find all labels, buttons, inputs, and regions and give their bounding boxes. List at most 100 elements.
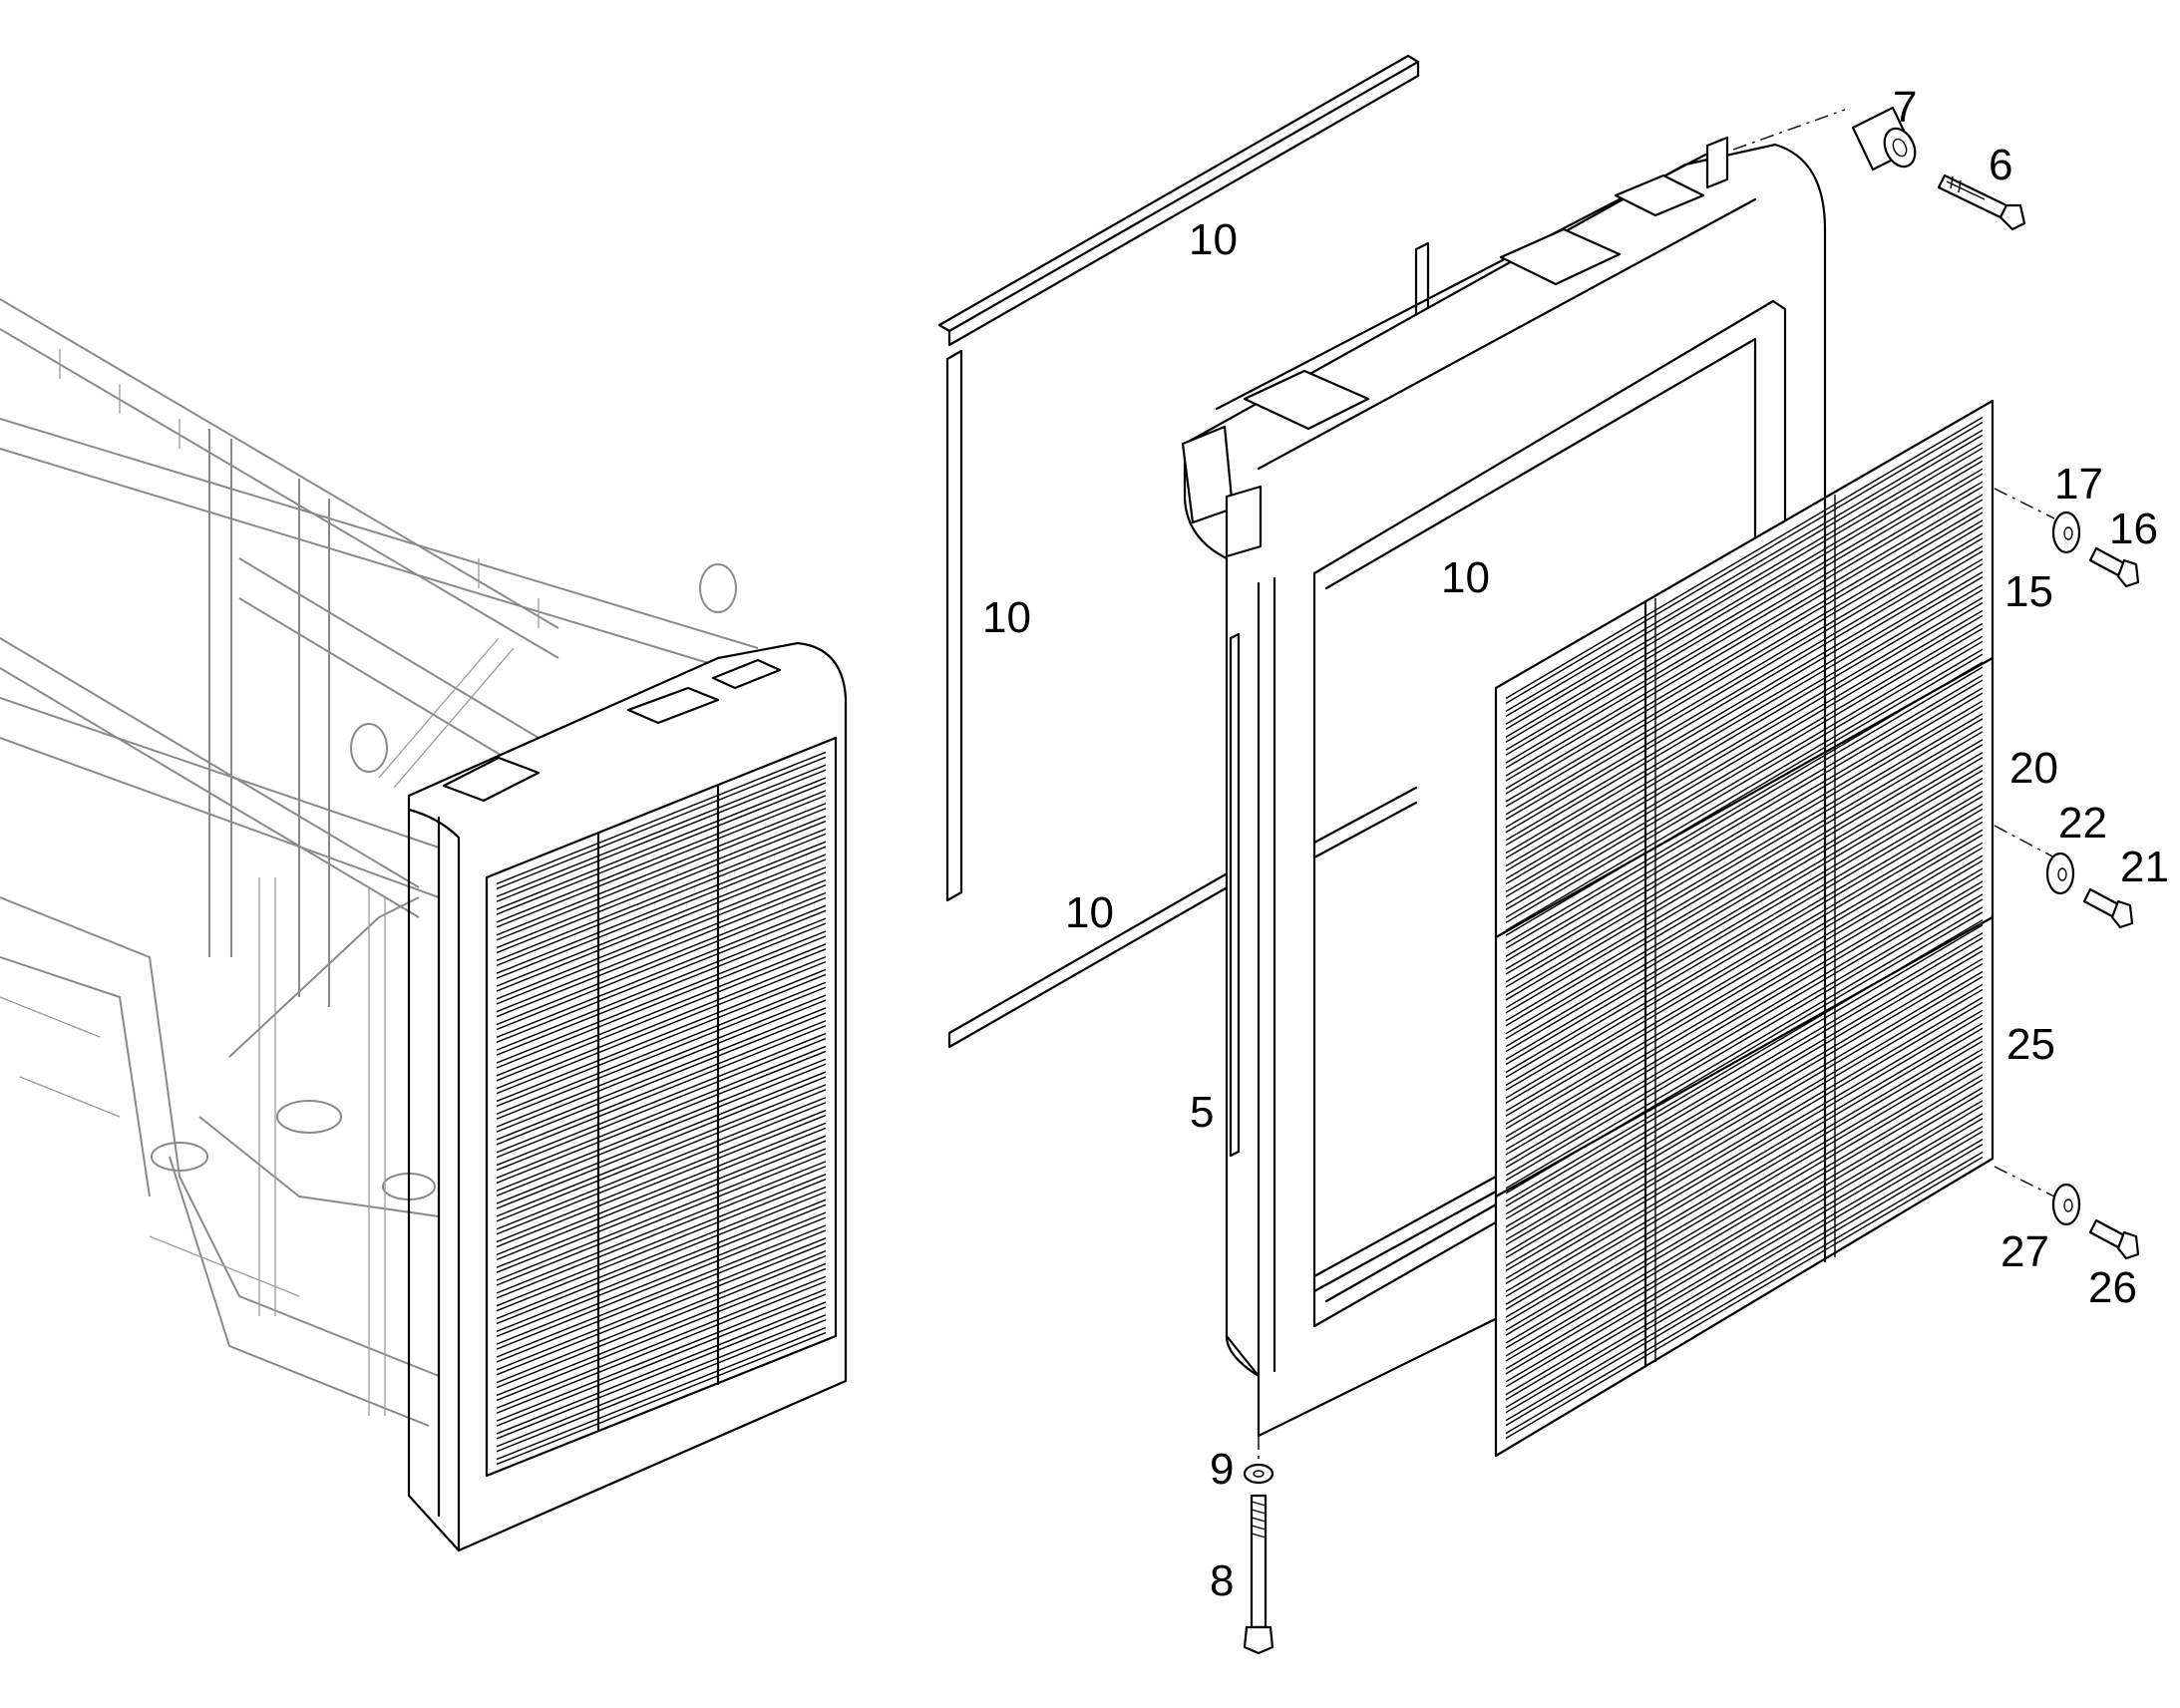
assembled-machine-frame [0,298,848,1552]
grille-louver-slat [1505,674,1984,962]
seal-strip-top [937,54,1420,347]
assembled-louver-slat [496,1007,827,1146]
callout-5: 5 [1190,1088,1214,1137]
bolt-6 [1937,173,2026,231]
callout-16: 16 [2109,505,2158,553]
assembled-louver-slat [496,854,827,992]
bolt-8 [1243,1494,1274,1655]
grille-louver-slat [1505,1048,1984,1336]
bolt-16 [2088,546,2140,588]
grille-louver-slat [1505,713,1984,1001]
assembled-louver-slat [496,879,827,1018]
grille-louver-slat [1505,893,1984,1182]
seal-strip-left [945,349,963,902]
assembled-louver-slat [496,828,827,967]
grille-louver-slat [1505,1087,1984,1375]
grille-louver-slat [1505,687,1984,975]
grille-louver-slat [1505,983,1984,1272]
assembled-louver-slat [496,841,827,979]
grille-assembly [1494,399,1995,1458]
grille-louver-slat [1505,416,1984,705]
callout-17: 17 [2054,460,2103,509]
grille-louver-slat [1505,507,1984,795]
grille-louver-slat [1505,609,1984,898]
grille-louver-slat [1505,648,1984,936]
assembled-louver-slat [496,1109,827,1248]
grille-louver-slat [1505,635,1984,923]
grille-louver-slat [1505,1074,1984,1362]
grille-louver-slat [1505,1126,1984,1414]
assembled-louver-slat [496,777,827,915]
grille-louver-slat [1505,1035,1984,1323]
grille-louver-slat [1505,765,1984,1053]
grille-louver-slat [1505,919,1984,1207]
grille-louver-slat [1505,906,1984,1195]
callout-7: 7 [1893,83,1917,132]
assembled-louver-slat [496,1097,827,1235]
assembled-louver-slat [496,943,827,1082]
grille-louver-slat [1505,442,1984,730]
assembled-louver-slat [496,751,827,890]
assembled-louver-slat [496,1020,827,1159]
assembled-louver-slat [496,803,827,941]
grille-louver-slat [1505,596,1984,885]
assembled-louver-slat [496,955,827,1095]
washer-27 [2051,1183,2081,1226]
callout-25: 25 [2006,1020,2055,1069]
assembled-louver-slat [496,1071,827,1209]
assembled-louver-slat [496,1301,827,1440]
callout-10-bottom: 10 [1065,888,1114,937]
assembled-louver-slat [496,815,827,954]
callout-20: 20 [2009,744,2058,793]
grille-louver-slat [1505,945,1984,1233]
grille-louvers [1505,416,1984,1440]
assembled-louver-slat [496,1314,827,1453]
washer-22 [2045,852,2075,895]
grille-louver-slat [1505,494,1984,782]
grille-louver-slat [1505,1138,1984,1427]
grille-louver-slat [1505,583,1984,872]
assembled-louver-slat [496,1032,827,1172]
callout-labels: 10 10 10 10 7 6 5 9 8 17 16 15 20 22 21 … [982,83,2169,1605]
callout-10-top: 10 [1189,215,1238,264]
grille-louver-slat [1505,739,1984,1027]
assembled-louver-slat [496,790,827,928]
grille-louver-slat [1505,1009,1984,1297]
grille-louver-slat [1505,532,1984,821]
washer-9 [1243,1463,1274,1485]
grille-louver-slat [1505,752,1984,1040]
callout-26: 26 [2088,1263,2137,1312]
assembled-louver-slat [496,1148,827,1286]
callout-10-left: 10 [982,593,1031,642]
grille-louver-slat [1505,829,1984,1117]
grille-louver-slat [1505,481,1984,769]
grille-louver-slat [1505,1100,1984,1388]
grille-louver-slat [1505,545,1984,834]
grille-louver-slat [1505,468,1984,756]
bolt-26 [2088,1218,2140,1260]
grille-louver-slat [1505,790,1984,1079]
callout-22: 22 [2058,799,2107,848]
assembled-louver-slat [496,891,827,1031]
assembled-louver-slat [496,1211,827,1350]
grille-louver-slat [1505,996,1984,1284]
grille-louver-slat [1505,957,1984,1246]
assembled-louver-slat [496,1045,827,1185]
grille-louver-slat [1505,803,1984,1092]
assembled-louver-slat [496,968,827,1108]
callout-21: 21 [2120,843,2169,891]
assembled-louver-slat [496,1058,827,1196]
callout-6: 6 [1989,141,2012,189]
grille-louver-slat [1505,519,1984,808]
assembled-louver-slat [496,1326,827,1466]
assembled-louver-slat [496,1161,827,1299]
assembled-louver-slat [496,1288,827,1427]
grille-louver-slat [1505,1113,1984,1401]
assembled-louver-slat [496,917,827,1056]
grille-louver-slat [1505,777,1984,1066]
grille-louver-slat [1505,571,1984,859]
grille-louver-slat [1505,842,1984,1130]
grille-louver-slat [1505,429,1984,717]
grille-louver-slat [1505,726,1984,1014]
